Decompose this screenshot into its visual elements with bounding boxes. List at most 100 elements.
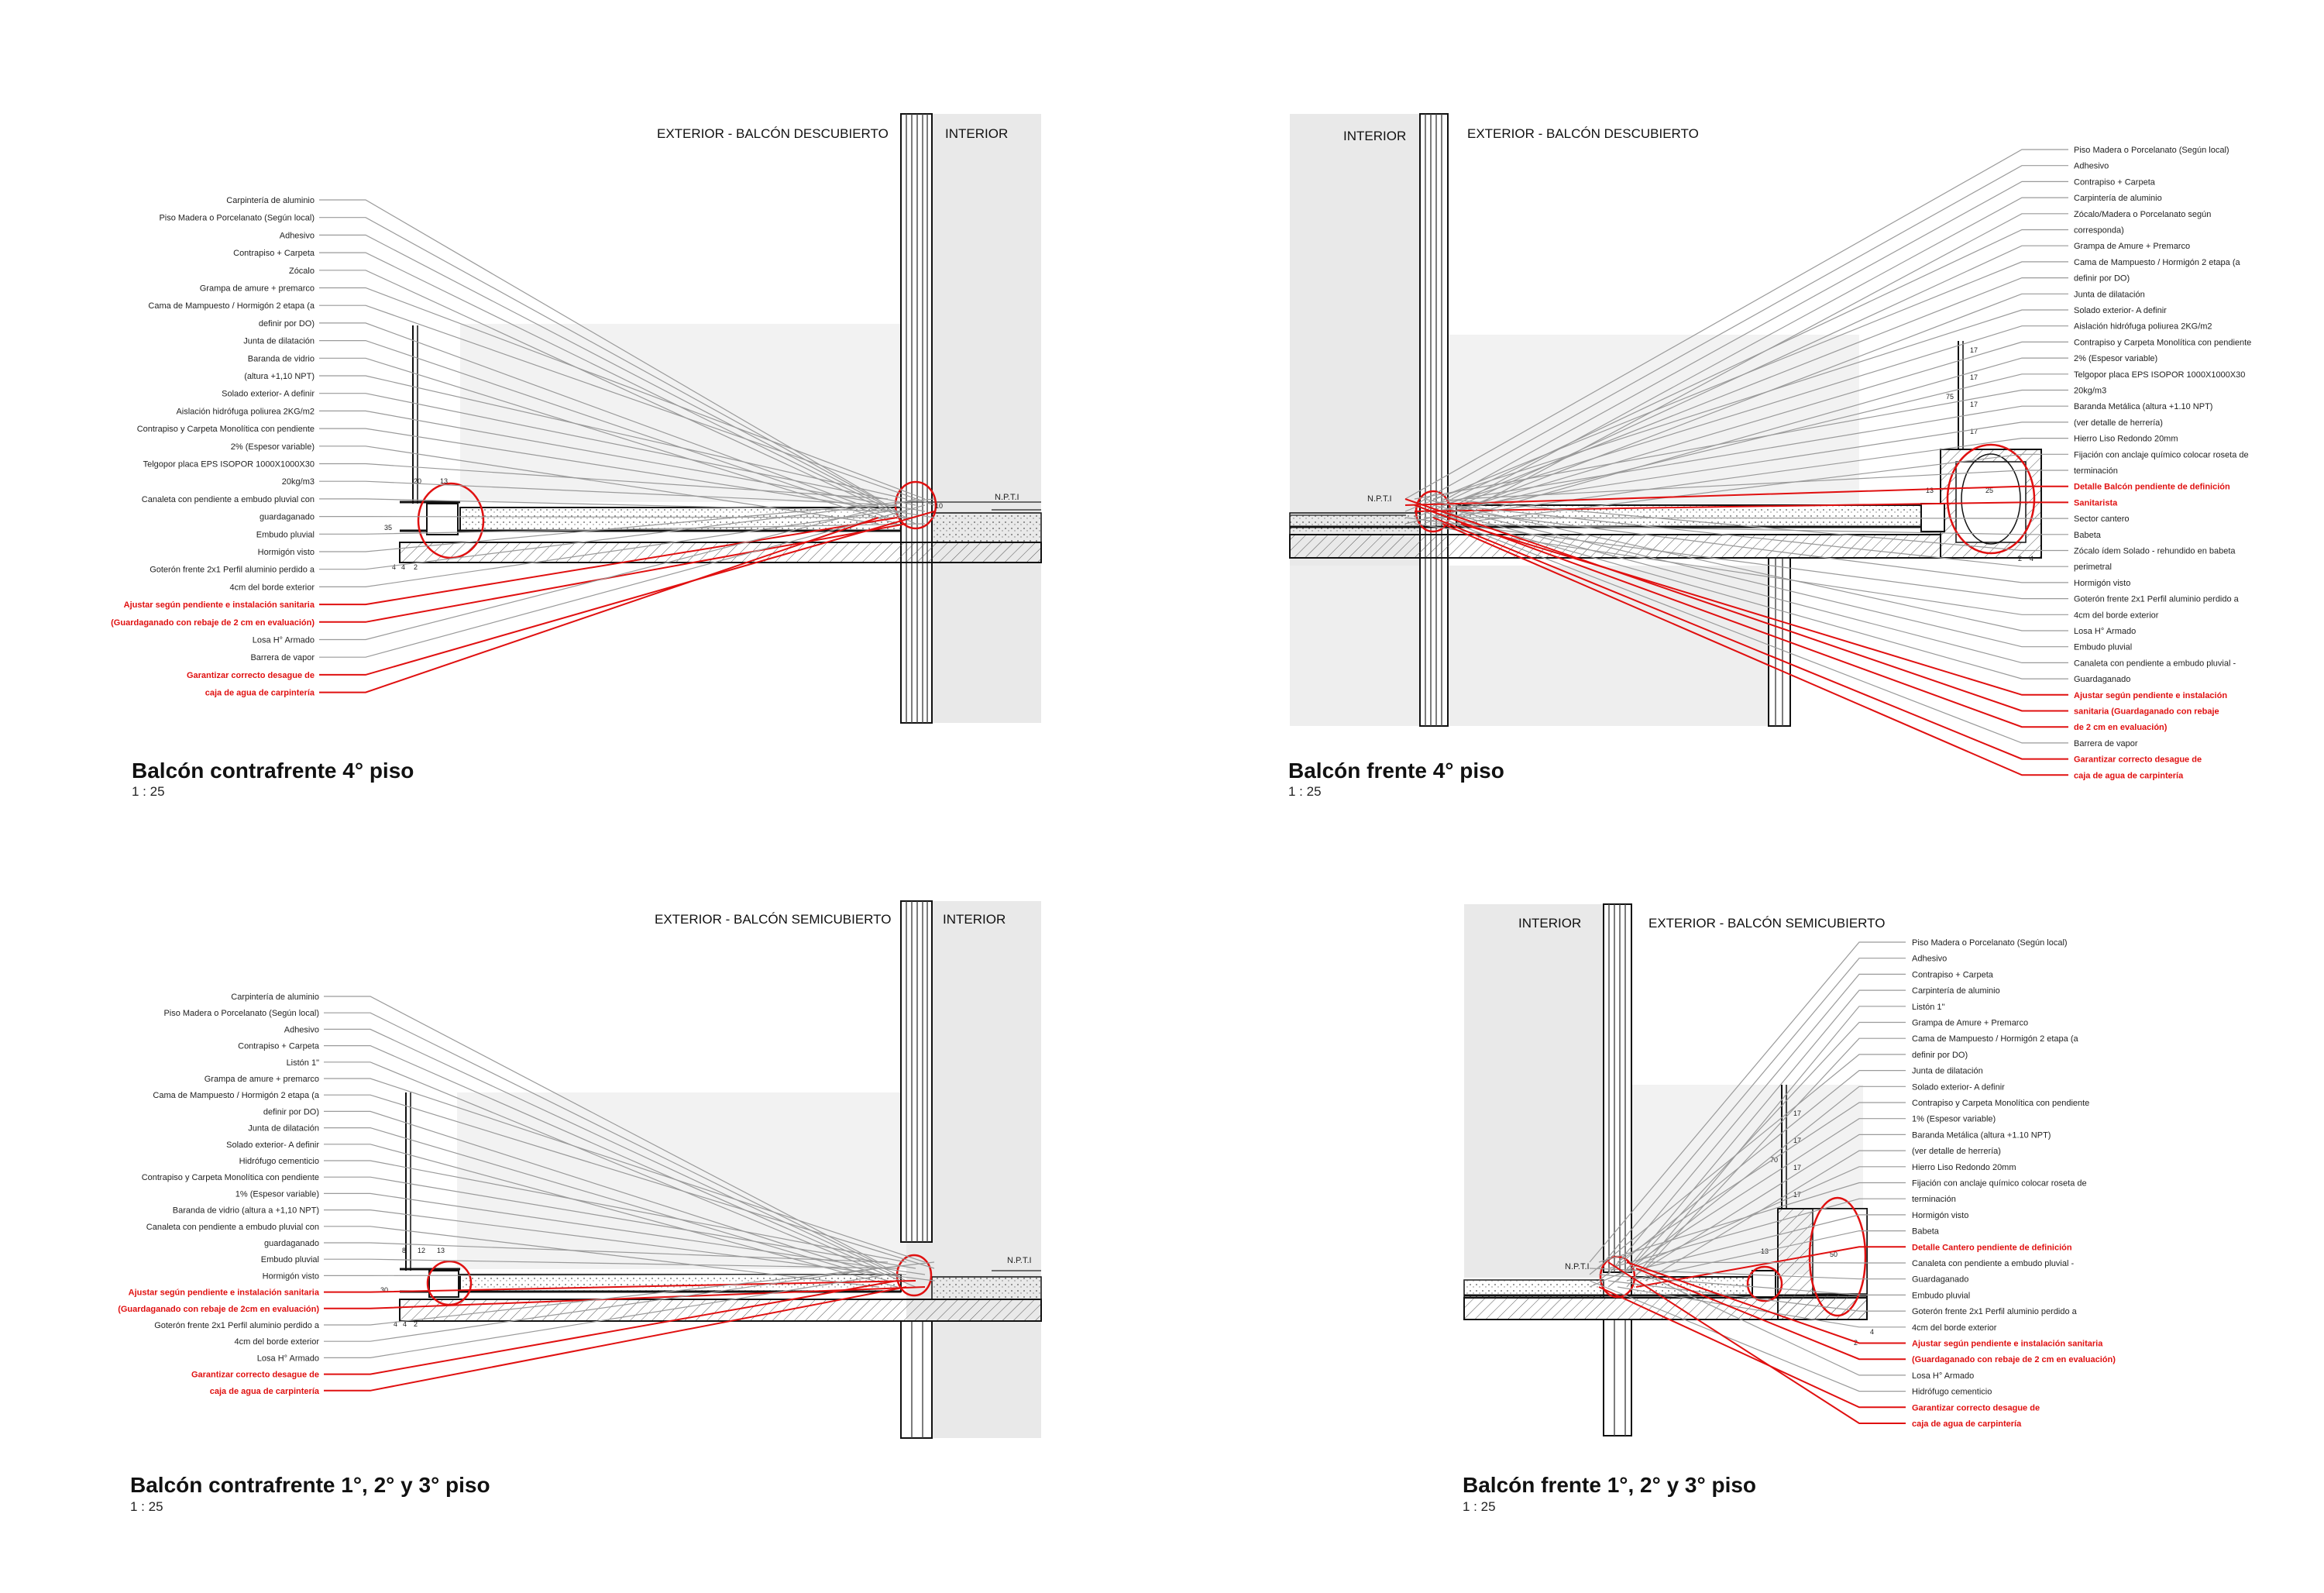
leader-line (1404, 485, 2068, 506)
leader-line (1432, 504, 2068, 648)
leader-line (319, 322, 879, 512)
leader-line (1598, 1274, 1906, 1296)
annotation-label: Contrapiso y Carpeta Monolítica con pend… (1912, 1099, 2089, 1108)
dim-3: 17 (1970, 401, 1978, 408)
annotation-label: Embudo pluvial (261, 1255, 319, 1264)
leader-line (1414, 389, 2068, 500)
panel-scale: 1 : 25 (130, 1499, 163, 1514)
annotation-note-red: Ajustar según pendiente e instalación sa… (124, 600, 315, 610)
annotation-label: Carpintería de aluminio (2074, 194, 2162, 203)
annotation-label: Goterón frente 2x1 Perfil aluminio perdi… (2074, 595, 2240, 604)
annotation-label: Piso Madera o Porcelanato (Según local) (163, 1009, 319, 1018)
leader-line (1460, 523, 2068, 696)
dim-4: 10 (935, 502, 943, 510)
leader-line (1404, 261, 2068, 512)
dim-1: 8 (402, 1247, 406, 1254)
leader-line (319, 410, 926, 512)
panel-scale: 1 : 25 (1288, 784, 1322, 799)
leader-line (1432, 197, 2068, 518)
dim-3: 17 (1793, 1164, 1801, 1172)
annotation-note-red: Detalle Cantero pendiente de definición (1912, 1243, 2072, 1252)
zone-interior-label: INTERIOR (1343, 129, 1406, 143)
annotation-label: Babeta (2074, 531, 2102, 540)
interior-zone-shade (1464, 904, 1604, 1278)
leader-line (1607, 1086, 1906, 1288)
annotation-note-red: Ajustar según pendiente e instalación sa… (1912, 1340, 2103, 1349)
dim-2: 13 (440, 477, 448, 485)
annotation-label: Zócalo ídem Solado - rehundido en babeta (2074, 547, 2236, 556)
annotation-note-red: caja de agua de carpintería (205, 689, 315, 698)
annotation-label: 2% (Espesor variable) (231, 442, 315, 452)
zone-exterior-label: EXTERIOR - BALCÓN DESCUBIERTO (657, 126, 889, 141)
annotation-label: Baranda de vidrio (altura a +1,10 NPT) (173, 1206, 319, 1216)
annotation-label: Hidrófugo cementicio (1912, 1388, 1992, 1397)
label-leaders (1404, 149, 2068, 776)
annotation-note-red: Ajustar según pendiente e instalación (2074, 691, 2227, 700)
annotation-label: Aislación hidrófuga poliurea 2KG/m2 (2074, 322, 2212, 332)
dim-5: 4 (394, 1320, 397, 1328)
leader-line (1598, 1069, 1906, 1282)
zone-exterior-label: EXTERIOR - BALCÓN DESCUBIERTO (1467, 126, 1699, 141)
annotation-label: Cama de Mampuesto / Hormigón 2 etapa (a (1912, 1034, 2078, 1044)
slab-section (1463, 1085, 1868, 1320)
leader-line (1617, 1214, 1906, 1275)
annotation-label: 4cm del borde exterior (2074, 611, 2159, 620)
annotation-label: Contrapiso + Carpeta (1912, 970, 1994, 979)
leader-line (1598, 958, 1906, 1269)
annotation-note-red: (Guardaganado con rebaje de 2cm en evalu… (118, 1305, 319, 1314)
dim-6: 13 (1926, 487, 1934, 494)
leader-line (1414, 523, 2068, 615)
leader-line (324, 1110, 879, 1275)
leader-line (1432, 523, 2068, 535)
carpentry-column (1603, 903, 1632, 1436)
label-list: Piso Madera o Porcelanato (Según local)A… (1912, 938, 2116, 1429)
leader-line (319, 517, 898, 606)
leader-line (324, 1261, 935, 1326)
leader-line (1635, 1268, 1906, 1361)
panel-scale: 1 : 25 (1463, 1499, 1496, 1514)
leader-line (1617, 1286, 1906, 1328)
leader-line (1442, 437, 2068, 518)
slab-section (1289, 341, 2042, 559)
leader-line (319, 498, 907, 512)
leader-line (324, 1176, 916, 1269)
annotation-note-red: caja de agua de carpintería (2074, 771, 2184, 780)
leader-line (1432, 517, 2068, 760)
annotation-label: Contrapiso y Carpeta Monolítica con pend… (142, 1173, 319, 1182)
annotation-label: (ver detalle de herrería) (2074, 418, 2163, 428)
npt-label: N.P.T.I (1565, 1262, 1590, 1271)
leader-line (319, 446, 879, 525)
annotation-note-red: Detalle Balcón pendiente de definición (2074, 483, 2230, 492)
carpentry-column (900, 900, 933, 1439)
dim-1: 20 (414, 477, 421, 485)
leader-line (324, 1192, 926, 1275)
annotation-label: Contrapiso y Carpeta Monolítica con pend… (2074, 338, 2251, 347)
dim-7: 2 (414, 1320, 418, 1328)
leader-line (1451, 453, 2068, 525)
leader-line (319, 463, 889, 500)
label-list: Piso Madera o Porcelanato (Según local)A… (2074, 146, 2251, 780)
leader-line (1423, 498, 2068, 631)
annotation-label: Aislación hidrófuga poliurea 2KG/m2 (176, 407, 315, 416)
leader-line (1460, 511, 2068, 583)
annotation-label: Contrapiso y Carpeta Monolítica con pend… (137, 425, 315, 434)
annotation-label: Listón 1" (1912, 1003, 1945, 1012)
annotation-label: Telgopor placa EPS ISOPOR 1000X1000X30 (2074, 370, 2245, 380)
carpentry-column (900, 113, 933, 724)
leader-line (324, 1028, 898, 1275)
panel-title: Balcón frente 1°, 2° y 3° piso (1463, 1473, 1756, 1497)
dim-2: 17 (1793, 1137, 1801, 1144)
leader-line (1617, 989, 1906, 1282)
annotation-note-red: (Guardaganado con rebaje de 2 cm en eval… (111, 618, 315, 628)
annotation-label: Junta de dilatación (243, 337, 315, 346)
dim-6: 4 (401, 563, 405, 571)
leader-line (324, 1258, 898, 1269)
dim-5: 75 (1946, 393, 1954, 401)
leader-line (1414, 277, 2068, 518)
dim-2: 12 (418, 1247, 425, 1254)
panel-title: Balcón frente 4° piso (1288, 759, 1504, 783)
leader-line (1404, 498, 2068, 712)
leader-line (1442, 523, 2068, 776)
annotation-label: 20kg/m3 (282, 477, 315, 487)
annotation-label: Baranda de vidrio (248, 354, 315, 363)
